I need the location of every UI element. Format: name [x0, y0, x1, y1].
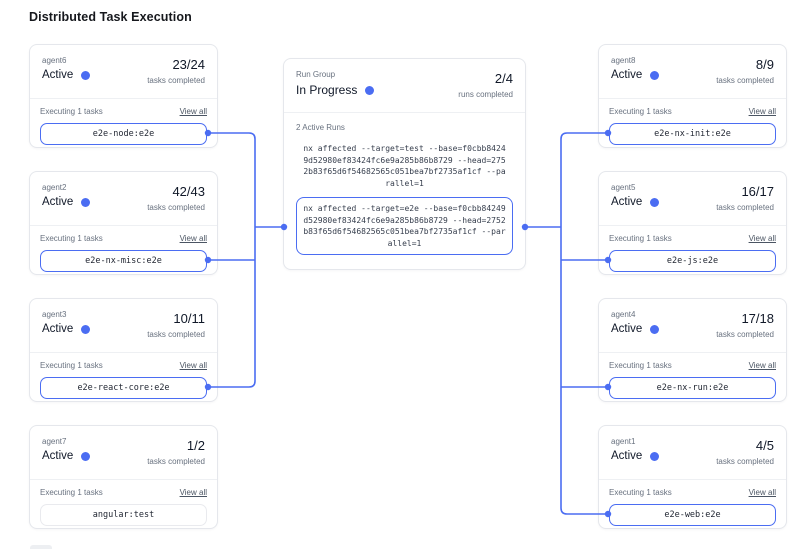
- executing-label: Executing 1 tasks: [40, 361, 103, 370]
- tasks-fraction: 16/17: [716, 184, 774, 199]
- tasks-completed-label: tasks completed: [147, 457, 205, 466]
- view-all-link[interactable]: View all: [749, 488, 776, 497]
- view-all-link[interactable]: View all: [749, 361, 776, 370]
- agent-name: agent4: [611, 310, 659, 319]
- agent-name: agent1: [611, 437, 659, 446]
- task-pill[interactable]: e2e-nx-init:e2e: [609, 123, 776, 145]
- tasks-fraction: 17/18: [716, 311, 774, 326]
- view-all-link[interactable]: View all: [180, 361, 207, 370]
- executing-label: Executing 1 tasks: [40, 107, 103, 116]
- tasks-fraction: 8/9: [716, 57, 774, 72]
- agent-status: Active: [611, 196, 642, 208]
- page-title: Distributed Task Execution: [29, 10, 192, 24]
- executing-label: Executing 1 tasks: [609, 361, 672, 370]
- task-pill[interactable]: e2e-react-core:e2e: [40, 377, 207, 399]
- executing-label: Executing 1 tasks: [609, 107, 672, 116]
- agent-card-header: agent3 Active 10/11 tasks completed: [30, 299, 217, 353]
- view-all-link[interactable]: View all: [749, 234, 776, 243]
- agent-name: agent8: [611, 56, 659, 65]
- agent-name: agent6: [42, 56, 90, 65]
- tasks-fraction: 23/24: [147, 57, 205, 72]
- executing-label: Executing 1 tasks: [609, 488, 672, 497]
- task-pill[interactable]: e2e-web:e2e: [609, 504, 776, 526]
- task-pill[interactable]: angular:test: [40, 504, 207, 526]
- tasks-completed-label: tasks completed: [716, 330, 774, 339]
- active-runs-label: 2 Active Runs: [296, 123, 513, 132]
- tasks-fraction: 1/2: [147, 438, 205, 453]
- run-group-status: In Progress: [296, 83, 357, 97]
- tasks-fraction: 42/43: [147, 184, 205, 199]
- tasks-completed-label: tasks completed: [147, 76, 205, 85]
- tasks-fraction: 10/11: [147, 311, 205, 326]
- tasks-completed-label: tasks completed: [147, 203, 205, 212]
- tasks-completed-label: tasks completed: [716, 457, 774, 466]
- agent-status: Active: [42, 450, 73, 462]
- agent-status: Active: [42, 69, 73, 81]
- agent-status: Active: [42, 323, 73, 335]
- agent-card-header: agent5 Active 16/17 tasks completed: [599, 172, 786, 226]
- status-dot-icon: [365, 86, 374, 95]
- status-dot-icon: [650, 71, 659, 80]
- agent-card-header: agent6 Active 23/24 tasks completed: [30, 45, 217, 99]
- status-dot-icon: [650, 325, 659, 334]
- agent-card-header: agent1 Active 4/5 tasks completed: [599, 426, 786, 480]
- agent-card-agent1: agent1 Active 4/5 tasks completed Execut…: [598, 425, 787, 529]
- status-dot-icon: [650, 198, 659, 207]
- partial-next-card-edge: [30, 545, 52, 549]
- agent-name: agent5: [611, 183, 659, 192]
- agent-name: agent2: [42, 183, 90, 192]
- runs-completed-label: runs completed: [458, 90, 513, 99]
- runs-fraction: 2/4: [458, 71, 513, 86]
- agent-card-header: agent8 Active 8/9 tasks completed: [599, 45, 786, 99]
- status-dot-icon: [81, 198, 90, 207]
- run-group-panel: Run Group In Progress 2/4 runs completed…: [283, 58, 526, 270]
- executing-label: Executing 1 tasks: [40, 234, 103, 243]
- agent-card-agent5: agent5 Active 16/17 tasks completed Exec…: [598, 171, 787, 275]
- tasks-completed-label: tasks completed: [716, 203, 774, 212]
- status-dot-icon: [81, 325, 90, 334]
- agent-card-header: agent2 Active 42/43 tasks completed: [30, 172, 217, 226]
- tasks-completed-label: tasks completed: [147, 330, 205, 339]
- agent-status: Active: [611, 450, 642, 462]
- agent-status: Active: [42, 196, 73, 208]
- view-all-link[interactable]: View all: [749, 107, 776, 116]
- view-all-link[interactable]: View all: [180, 488, 207, 497]
- agent-card-header: agent4 Active 17/18 tasks completed: [599, 299, 786, 353]
- tasks-fraction: 4/5: [716, 438, 774, 453]
- view-all-link[interactable]: View all: [180, 107, 207, 116]
- executing-label: Executing 1 tasks: [40, 488, 103, 497]
- status-dot-icon: [81, 452, 90, 461]
- task-pill[interactable]: e2e-nx-misc:e2e: [40, 250, 207, 272]
- run-command[interactable]: nx affected --target=test --base=f0cbb84…: [296, 141, 513, 191]
- agent-name: agent7: [42, 437, 90, 446]
- task-pill[interactable]: e2e-js:e2e: [609, 250, 776, 272]
- executing-label: Executing 1 tasks: [609, 234, 672, 243]
- view-all-link[interactable]: View all: [180, 234, 207, 243]
- task-pill[interactable]: e2e-node:e2e: [40, 123, 207, 145]
- status-dot-icon: [81, 71, 90, 80]
- task-pill[interactable]: e2e-nx-run:e2e: [609, 377, 776, 399]
- run-command-active[interactable]: nx affected --target=e2e --base=f0cbb842…: [296, 197, 513, 255]
- agent-name: agent3: [42, 310, 90, 319]
- agent-card-agent7: agent7 Active 1/2 tasks completed Execut…: [29, 425, 218, 529]
- agent-card-agent6: agent6 Active 23/24 tasks completed Exec…: [29, 44, 218, 148]
- tasks-completed-label: tasks completed: [716, 76, 774, 85]
- agent-card-agent8: agent8 Active 8/9 tasks completed Execut…: [598, 44, 787, 148]
- run-group-label: Run Group: [296, 70, 374, 79]
- agent-status: Active: [611, 69, 642, 81]
- status-dot-icon: [650, 452, 659, 461]
- agent-status: Active: [611, 323, 642, 335]
- agent-card-agent3: agent3 Active 10/11 tasks completed Exec…: [29, 298, 218, 402]
- agent-card-header: agent7 Active 1/2 tasks completed: [30, 426, 217, 480]
- agent-card-agent2: agent2 Active 42/43 tasks completed Exec…: [29, 171, 218, 275]
- run-group-header: Run Group In Progress 2/4 runs completed: [284, 59, 525, 113]
- agent-card-agent4: agent4 Active 17/18 tasks completed Exec…: [598, 298, 787, 402]
